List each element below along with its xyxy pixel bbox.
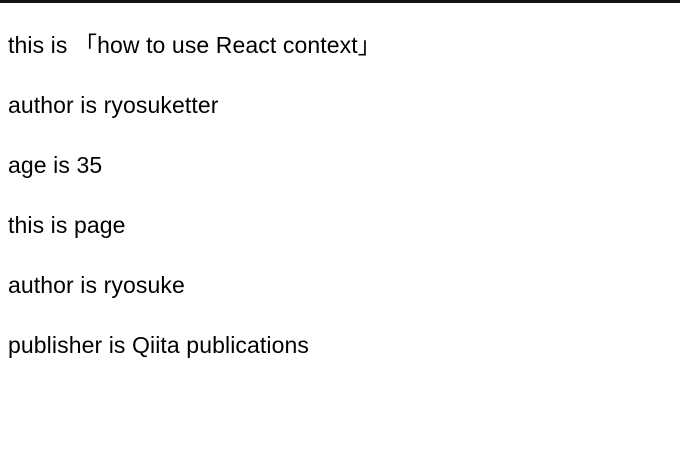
- text-line-book-title: this is 「how to use React context」: [8, 32, 381, 58]
- top-bar: [0, 0, 680, 3]
- text-line-book-author: author is ryosuketter: [8, 92, 219, 118]
- text-line-page-author: author is ryosuke: [8, 272, 185, 298]
- text-line-page-label: this is page: [8, 212, 126, 238]
- text-line-page-publisher: publisher is Qiita publications: [8, 332, 309, 358]
- text-line-book-age: age is 35: [8, 152, 103, 178]
- text-content-area: this is 「how to use React context」 autho…: [0, 3, 680, 359]
